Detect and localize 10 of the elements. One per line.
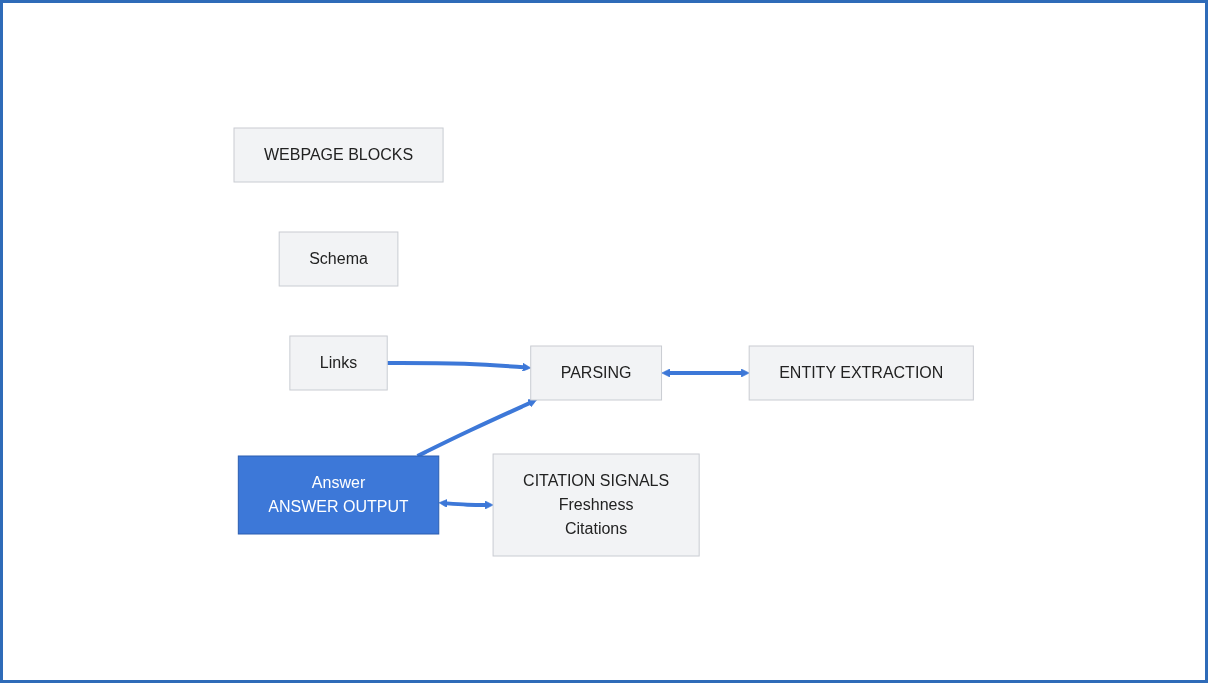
node-box: Answer ANSWER OUTPUT xyxy=(238,455,440,534)
node-box: WEBPAGE BLOCKS xyxy=(233,127,444,182)
node-box: PARSING xyxy=(530,345,663,400)
node-box: ENTITY EXTRACTION xyxy=(749,345,975,400)
node-box: Schema xyxy=(279,231,399,286)
arrow xyxy=(439,498,494,509)
arrow xyxy=(661,368,750,377)
node-box: CITATION SIGNALS Freshness Citations xyxy=(492,453,700,556)
arrow xyxy=(387,360,532,372)
node-box: Links xyxy=(289,335,389,390)
